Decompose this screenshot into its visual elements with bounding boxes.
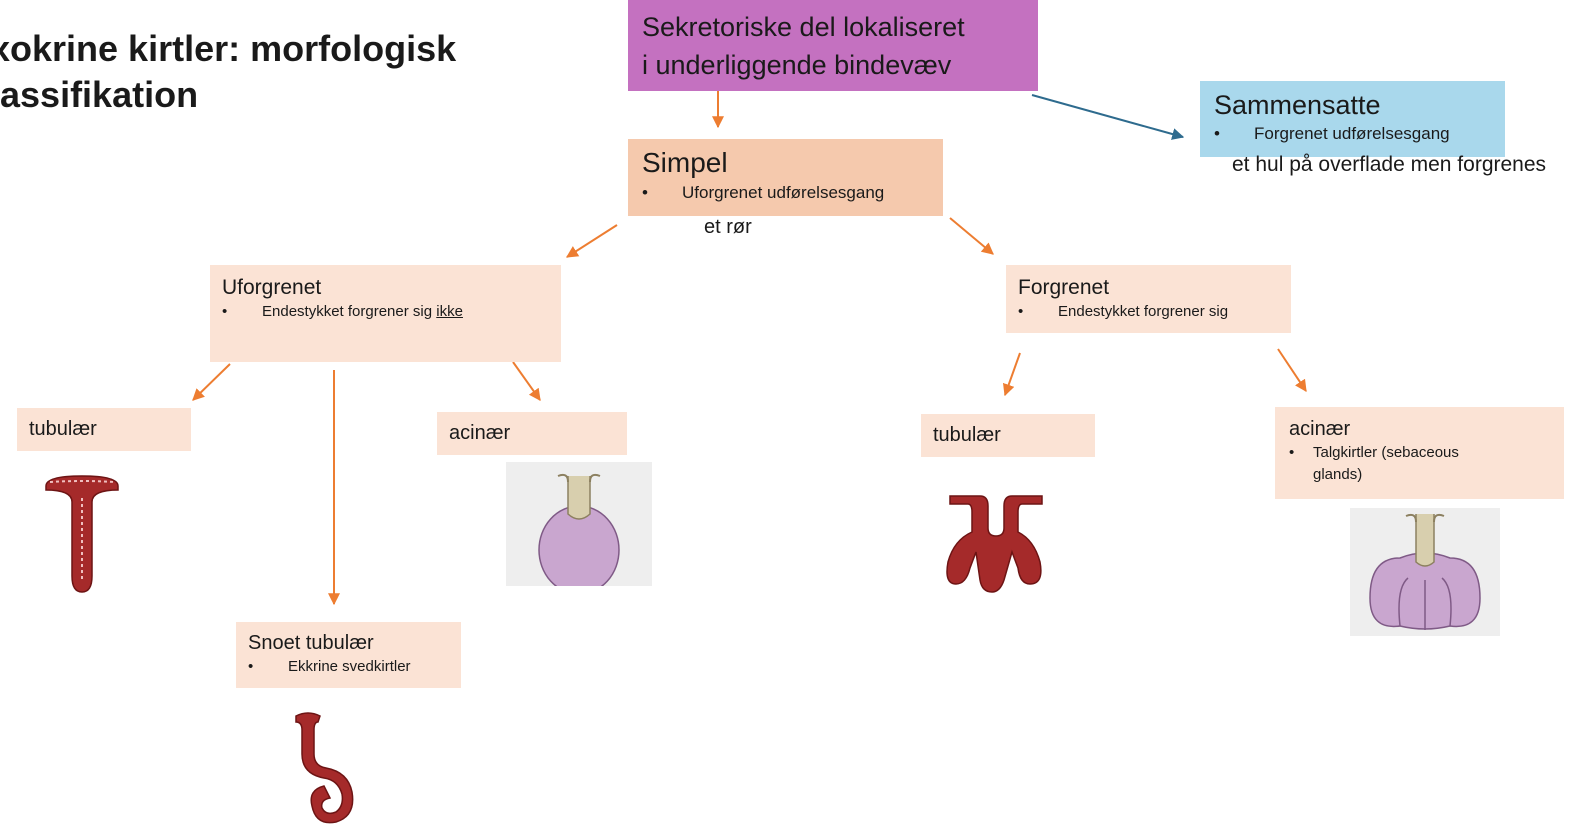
simpel-title: Simpel [642, 147, 728, 178]
box-sammensatte: Sammensatte • Forgrenet udførelsesgang [1200, 81, 1505, 157]
tubular-left-title: tubulær [29, 418, 97, 440]
bullet-dot: • [642, 183, 648, 202]
arrow-uforgrenet-to-tubular [192, 363, 231, 401]
uforgrenet-bullet: • Endestykket forgrener sig ikke [222, 302, 549, 322]
acinar-left-title: acinær [449, 422, 511, 444]
sammensatte-bullet: • Forgrenet udførelsesgang [1214, 123, 1491, 145]
arrow-simpel-to-forgrenet [949, 217, 994, 255]
box-uforgrenet: Uforgrenet • Endestykket forgrener sig i… [210, 265, 561, 362]
bullet-dot: • [1214, 124, 1220, 143]
top-box-secretory: Sekretoriske del lokaliseret i underligg… [628, 0, 1038, 91]
acinar-right-bullet-line1: Talgkirtler (sebaceous [1313, 444, 1459, 461]
snoet-bullet-text: Ekkrine svedkirtler [288, 658, 411, 675]
box-forgrenet: Forgrenet • Endestykket forgrener sig [1006, 265, 1291, 333]
box-tubular-right: tubulær [921, 414, 1095, 457]
simpel-note: et rør [704, 216, 752, 238]
arrow-forgrenet-to-acinar [1277, 348, 1307, 392]
sammensatte-bullet-text: Forgrenet udførelsesgang [1254, 124, 1450, 143]
snoet-title: Snoet tubulær [248, 632, 374, 654]
tubular-right-title: tubulær [933, 424, 1001, 446]
bullet-dot: • [222, 303, 228, 320]
arrow-simpel-to-uforgrenet [565, 224, 618, 258]
coiled-tubular-gland-illustration [295, 712, 354, 824]
forgrenet-bullet-text: Endestykket forgrener sig [1058, 303, 1229, 320]
snoet-bullet: • Ekkrine svedkirtler [248, 656, 449, 678]
bullet-dot: • [1018, 303, 1024, 320]
box-tubular-left: tubulær [17, 408, 191, 451]
top-box-line2: i underliggende bindevæv [642, 50, 952, 80]
box-acinar-left: acinær [437, 412, 627, 455]
uforgrenet-bullet-emphasis: ikke [436, 303, 463, 320]
slide-title-line2: lassifikation [0, 74, 199, 115]
box-simpel: Simpel • Uforgrenet udførelsesgang [628, 139, 943, 216]
slide-title: xokrine kirtler: morfologisk lassifikati… [0, 26, 456, 118]
arrow-top-to-sammensatte [1031, 94, 1185, 140]
simpel-bullet: • Uforgrenet udførelsesgang [642, 181, 929, 205]
uforgrenet-bullet-text: Endestykket forgrener sig [262, 303, 437, 320]
acinar-right-bullet-line2: glands) [1313, 466, 1363, 483]
arrow-forgrenet-to-tubular [1002, 352, 1021, 397]
sammensatte-title: Sammensatte [1214, 90, 1381, 120]
top-box-line1: Sekretoriske del lokaliseret [642, 12, 965, 42]
arrow-uforgrenet-to-acinar [512, 361, 541, 401]
bullet-dot: • [1289, 444, 1295, 461]
branched-acinar-gland-illustration [1350, 508, 1500, 636]
bullet-dot: • [248, 658, 254, 675]
forgrenet-bullet: • Endestykket forgrener sig [1018, 302, 1279, 322]
box-snoet-tubular: Snoet tubulær • Ekkrine svedkirtler [236, 622, 461, 688]
sammensatte-note: et hul på overflade men forgrenes [1232, 153, 1547, 176]
simpel-bullet-text: Uforgrenet udførelsesgang [682, 183, 885, 202]
forgrenet-title: Forgrenet [1018, 276, 1110, 299]
slide-title-line1: xokrine kirtler: morfologisk [0, 28, 457, 69]
simple-acinar-gland-illustration [506, 462, 652, 586]
acinar-right-title: acinær [1289, 418, 1351, 440]
box-acinar-right: acinær • Talgkirtler (sebaceous glands) [1275, 407, 1564, 499]
acinar-right-bullet: • Talgkirtler (sebaceous glands) [1289, 442, 1550, 486]
uforgrenet-title: Uforgrenet [222, 276, 322, 299]
simple-tubular-gland-illustration [45, 475, 119, 593]
branched-tubular-gland-illustration [946, 495, 1043, 593]
